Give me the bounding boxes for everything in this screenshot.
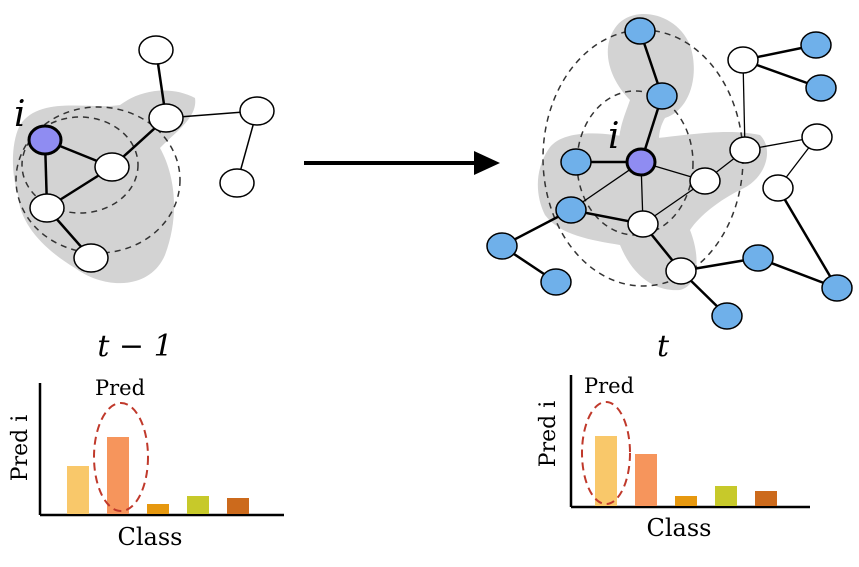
left-chart-bars: [67, 437, 249, 514]
new-graph-node: [560, 148, 592, 176]
graph-node: [689, 167, 721, 195]
edge: [776, 187, 839, 289]
graph-node: [729, 136, 761, 164]
graph-node: [219, 168, 255, 198]
left-graph: i: [12, 35, 275, 284]
right-prediction-chart: Pred Class Pred i: [536, 374, 810, 542]
new-graph-node: [646, 82, 678, 110]
new-graph-node: [555, 196, 587, 224]
left-nodes: [29, 35, 275, 273]
right-old-nodes: [627, 46, 833, 285]
new-graph-node: [805, 74, 837, 102]
graph-node: [801, 123, 833, 151]
graph-node: [627, 210, 659, 238]
graph-node: [239, 96, 275, 126]
bar-class-3: [147, 504, 169, 514]
edge: [742, 59, 746, 151]
graph-node: [665, 257, 697, 285]
bar-class-5: [227, 498, 249, 514]
bar-class-2: [107, 437, 129, 514]
right-new-nodes: [486, 17, 853, 330]
right-pred-highlight-ring: [581, 401, 631, 505]
left-time-label: t − 1: [97, 329, 172, 364]
left-node-label: i: [14, 94, 26, 135]
graph-node: [94, 152, 130, 182]
new-graph-node: [711, 302, 743, 330]
bar-class-3: [675, 496, 697, 506]
left-one-hop-ring: [21, 116, 139, 214]
left-chart-ylabel: Pred i: [8, 415, 33, 481]
graph-node: [138, 35, 174, 65]
left-pred-highlight-ring: [93, 402, 149, 512]
new-graph-node: [624, 17, 656, 45]
bar-class-1: [595, 436, 617, 506]
time-arrow: [304, 151, 500, 175]
graph-node: [727, 46, 759, 74]
graph-node: [73, 243, 109, 273]
new-graph-node: [486, 232, 518, 260]
right-time-label: t: [657, 329, 670, 364]
right-chart-bars: [595, 436, 777, 506]
arrow-head-icon: [474, 151, 500, 175]
new-graph-node: [821, 274, 853, 302]
left-chart-xlabel: Class: [118, 523, 183, 551]
graph-node: [29, 193, 65, 223]
right-chart-ylabel: Pred i: [536, 401, 561, 467]
left-prediction-chart: Pred Class Pred i: [8, 376, 284, 551]
graph-node: [762, 174, 794, 202]
right-node-label: i: [608, 116, 620, 157]
graph-node: [148, 103, 184, 133]
left-focus-node-i: [27, 124, 63, 156]
bar-class-4: [715, 486, 737, 506]
bar-class-1: [67, 466, 89, 514]
new-graph-node: [742, 244, 774, 272]
right-focus-node-i: [625, 147, 657, 177]
new-graph-node: [800, 31, 832, 59]
right-chart-pred-annotation: Pred: [584, 374, 634, 398]
right-chart-xlabel: Class: [647, 514, 712, 542]
new-graph-node: [540, 268, 572, 296]
bar-class-2: [635, 454, 657, 506]
right-graph: i: [486, 13, 853, 330]
bar-class-4: [187, 496, 209, 514]
left-chart-pred-annotation: Pred: [95, 376, 145, 400]
bar-class-5: [755, 491, 777, 506]
